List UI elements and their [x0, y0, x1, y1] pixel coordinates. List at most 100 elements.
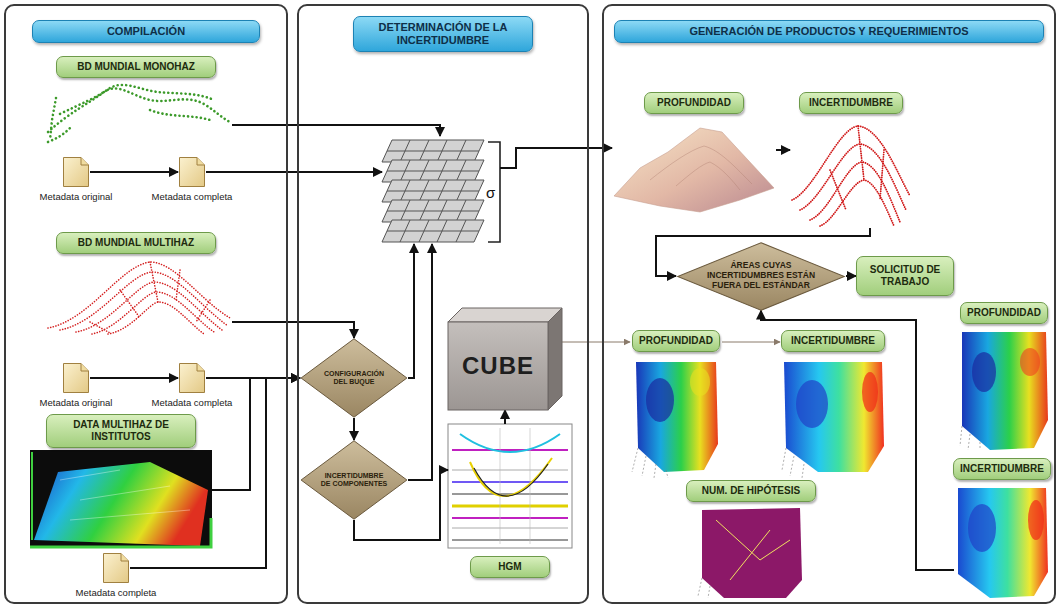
diamond-text-block: ÁREAS CUYAS INCERTIDUMBRES ESTÁN FUERA D…	[703, 261, 819, 290]
section-panel: DETERMINACIÓN DE LA INCERTIDUMBRE σCONFIG…	[297, 4, 589, 604]
document-caption: Metadata completa	[76, 587, 157, 598]
cube-side	[548, 308, 562, 410]
singlebeam-soundings	[48, 85, 230, 142]
grid-layers	[382, 160, 484, 182]
grid-layers	[387, 160, 479, 182]
flow-arrow	[232, 322, 354, 338]
metadata-document: Metadata completa	[102, 552, 130, 584]
cube-uncertainty-map	[782, 362, 884, 478]
uncertainty-mesh	[830, 126, 884, 210]
flow-arrow	[232, 125, 440, 136]
document-page	[180, 158, 205, 187]
label-pill: DATA MULTIHAZ DE INSTITUTOS	[46, 414, 196, 448]
diamond-text-area: INCERTIDUMBRE DE COMPONENTES	[300, 440, 408, 520]
flow-arrow	[408, 244, 414, 378]
decision-diamond: INCERTIDUMBRE DE COMPONENTES	[300, 440, 408, 520]
grid-layers	[387, 220, 479, 242]
cube-uncertainty-map	[782, 448, 804, 478]
label-pill: PROFUNDIDAD	[644, 92, 744, 114]
singlebeam-soundings	[50, 98, 56, 140]
product-item: PROFUNDIDAD	[612, 92, 776, 214]
label-text: INCERTIDUMBRE	[806, 97, 896, 109]
model-item: HGM	[448, 424, 572, 588]
cube-depth-map	[632, 448, 668, 478]
multibeam-point-cloud	[92, 292, 214, 334]
grid-layers	[382, 200, 484, 222]
document-fold	[121, 554, 129, 562]
section-header: COMPILACIÓN	[32, 20, 260, 43]
dataset-item: BD MUNDIAL MONOHAZ	[40, 56, 232, 148]
document-label: Metadata completa	[76, 587, 157, 598]
product-item: INCERTIDUMBRE	[780, 330, 886, 476]
final-depth-map	[960, 332, 1048, 450]
label-text: DATA MULTIHAZ DE INSTITUTOS	[53, 419, 189, 443]
dataset-item: DATA MULTIHAZ DE INSTITUTOS	[30, 414, 212, 550]
institute-multibeam-image	[60, 470, 190, 520]
uncertainty-mesh	[792, 126, 910, 226]
singlebeam-soundings	[150, 110, 210, 120]
diamond-text-block: INCERTIDUMBRE DE COMPONENTES	[320, 472, 388, 488]
multibeam-point-cloud	[90, 262, 210, 333]
document-page	[104, 554, 129, 583]
metadata-document: Metadata completa	[178, 156, 206, 188]
diamond-text-block: CONFIGURACIÓN DEL BUQUE	[320, 370, 388, 386]
label-text: PROFUNDIDAD	[639, 335, 713, 347]
document-caption: Metadata completa	[152, 191, 233, 202]
depth-surface	[650, 146, 752, 190]
cube-uncertainty-map	[862, 372, 878, 412]
final-depth-map	[972, 352, 996, 392]
label-text: BD MUNDIAL MONOHAZ	[63, 61, 209, 73]
multibeam-point-cloud	[60, 272, 228, 330]
cube-label: CUBE	[462, 352, 534, 380]
cube-depth-map	[646, 378, 674, 422]
document-icon	[102, 552, 130, 584]
institute-multibeam-image	[30, 450, 212, 548]
document-fold	[81, 364, 89, 372]
label-pill: INCERTIDUMBRE	[953, 458, 1051, 480]
label-pill: INCERTIDUMBRE	[799, 92, 903, 114]
flow-arrow	[846, 275, 856, 277]
label-text: INCERTIDUMBRE	[960, 463, 1044, 475]
grid-layers	[382, 180, 484, 202]
label-pill: HGM	[470, 556, 550, 578]
metadata-document: Metadata original	[62, 362, 90, 394]
flow-arrow	[130, 378, 300, 568]
diamond-text-area: CONFIGURACIÓN DEL BUQUE	[300, 338, 408, 418]
grid-stack: σ	[382, 136, 504, 244]
flow-arrow	[353, 418, 355, 440]
metadata-document: Metadata completa	[178, 362, 206, 394]
thin-arrow	[562, 342, 630, 343]
label-pill: INCERTIDUMBRE	[781, 330, 885, 352]
hgm-chart	[448, 424, 572, 548]
section-title: DETERMINACIÓN DE LA INCERTIDUMBRE	[360, 21, 526, 47]
hgm-chart	[448, 424, 572, 548]
institute-multibeam-image	[30, 518, 211, 547]
multibeam-point-cloud	[76, 282, 222, 332]
cube-text-area: CUBE	[448, 322, 548, 410]
document-page	[180, 364, 205, 393]
hgm-chart	[470, 458, 552, 496]
cube-block: CUBE	[448, 308, 562, 410]
section-panel: COMPILACIÓN BD MUNDIAL MONOHAZ Metadata or…	[4, 4, 288, 604]
multibeam-point-cloud	[48, 262, 230, 334]
document-caption: Metadata original	[40, 191, 113, 202]
diamond-fill	[301, 441, 407, 519]
dataset-item: BD MUNDIAL MULTIHAZ	[40, 232, 232, 336]
final-uncertainty-map	[968, 504, 996, 552]
label-text: NUM. DE HIPÓTESIS	[693, 485, 809, 497]
label-pill: PROFUNDIDAD	[960, 302, 1048, 324]
label-pill: NUM. DE HIPÓTESIS	[686, 480, 816, 502]
hypothesis-map	[716, 520, 790, 580]
final-depth-map	[960, 426, 980, 450]
grid-layers	[387, 200, 479, 222]
product-item: INCERTIDUMBRE	[790, 92, 912, 228]
hgm-chart	[452, 449, 568, 451]
singlebeam-soundings	[60, 85, 214, 114]
institute-multibeam-image	[31, 452, 33, 540]
label-text: BD MUNDIAL MULTIHAZ	[63, 237, 209, 249]
cube-depth-map	[636, 362, 718, 472]
hypothesis-map	[698, 578, 710, 598]
cube-uncertainty-map	[784, 362, 884, 472]
